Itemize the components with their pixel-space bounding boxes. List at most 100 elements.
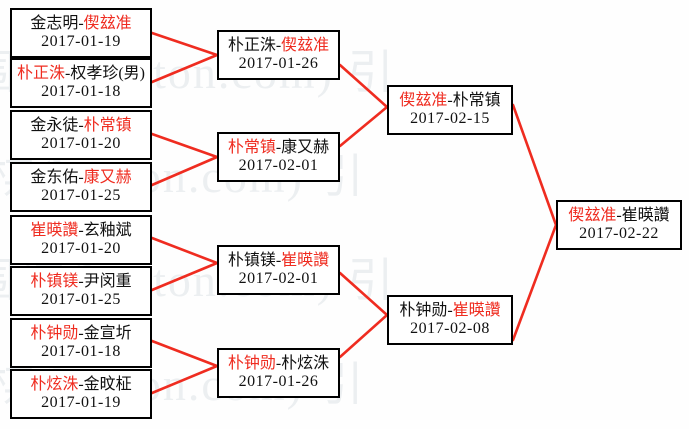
- match-date: 2017-01-25: [41, 291, 121, 308]
- match-date: 2017-01-20: [41, 135, 121, 152]
- match-date: 2017-01-18: [41, 83, 121, 100]
- match-date: 2017-02-08: [410, 320, 490, 337]
- match-date: 2017-01-20: [41, 240, 121, 257]
- match-players: 朴炫洙-金旼柾: [30, 376, 131, 394]
- player-right: 崔暎讚: [452, 302, 501, 320]
- match-box-r1m6[interactable]: 朴镇镁-尹闵重 2017-01-25: [10, 266, 152, 316]
- match-date: 2017-02-01: [238, 157, 319, 174]
- connector-r1m5-r2m3: [150, 236, 219, 265]
- player-right: 朴常镇: [452, 92, 501, 110]
- player-left: 朴镇镁: [30, 273, 79, 291]
- player-right: 尹闵重: [83, 273, 132, 291]
- connector-r2m3-r3m2: [338, 271, 389, 317]
- match-date: 2017-01-18: [41, 343, 121, 360]
- match-box-r1m4[interactable]: 金东佑-康又赫 2017-01-25: [10, 162, 152, 212]
- match-players: 朴镇镁-尹闵重: [30, 273, 131, 291]
- connector-r1m2-r2m1: [150, 53, 219, 84]
- match-box-r1m8[interactable]: 朴炫洙-金旼柾 2017-01-19: [10, 369, 152, 419]
- vs-dash: -: [616, 207, 622, 225]
- vs-dash: -: [275, 252, 282, 270]
- player-right: 康又赫: [281, 139, 330, 157]
- player-left: 朴正洙: [16, 65, 65, 83]
- connector-r1m1-r2m1: [150, 31, 219, 57]
- player-right: 朴炫洙: [281, 355, 330, 373]
- player-left: 朴钟勋: [30, 325, 79, 343]
- match-box-r1m1[interactable]: 金志明-偰玆准 2017-01-19: [10, 8, 152, 58]
- vs-dash: -: [447, 302, 453, 320]
- match-date: 2017-01-19: [41, 394, 121, 411]
- player-right: 朴常镇: [83, 117, 132, 135]
- player-right: 崔暎讚: [281, 252, 330, 270]
- match-players: 朴常镇-康又赫: [228, 139, 329, 157]
- connector-r1m3-r2m2: [150, 132, 219, 159]
- player-left: 朴正洙: [227, 37, 276, 55]
- match-box-r1m7[interactable]: 朴钟勋-金宣圻 2017-01-18: [10, 318, 152, 368]
- match-box-r4m1[interactable]: 偰玆准-崔暎讚 2017-02-22: [556, 200, 682, 250]
- connector-r1m8-r2m4: [150, 364, 219, 395]
- vs-dash: -: [78, 273, 84, 291]
- player-left: 朴钟勋: [227, 355, 276, 373]
- player-left: 朴炫洙: [30, 376, 79, 394]
- match-players: 偰玆准-朴常镇: [399, 92, 500, 110]
- match-date: 2017-01-25: [41, 187, 121, 204]
- match-players: 金东佑-康又赫: [30, 169, 131, 187]
- vs-dash: -: [275, 139, 282, 157]
- player-right: 权孝珍(男): [70, 65, 145, 83]
- match-box-r3m1[interactable]: 偰玆准-朴常镇 2017-02-15: [387, 85, 513, 135]
- player-left: 朴常镇: [227, 139, 276, 157]
- vs-dash: -: [275, 355, 282, 373]
- match-date: 2017-02-15: [410, 110, 490, 127]
- player-left: 金永徒: [30, 117, 79, 135]
- vs-dash: -: [275, 37, 282, 55]
- match-players: 金永徒-朴常镇: [30, 117, 131, 135]
- player-left: 朴钟勋: [399, 302, 448, 320]
- vs-dash: -: [78, 169, 84, 187]
- connector-r3m1-r4m1: [511, 103, 558, 227]
- connector-r1m4-r2m2: [150, 155, 219, 187]
- player-right: 金宣圻: [83, 325, 132, 343]
- match-box-r2m1[interactable]: 朴正洙-偰玆准 2017-01-26: [217, 30, 340, 80]
- match-date: 2017-01-19: [41, 33, 121, 50]
- match-date: 2017-01-26: [238, 55, 319, 72]
- match-players: 朴镇镁-崔暎讚: [228, 252, 329, 270]
- match-players: 金志明-偰玆准: [30, 15, 131, 33]
- connector-r3m2-r4m1: [511, 223, 558, 342]
- match-box-r1m2[interactable]: 朴正洙-权孝珍(男) 2017-01-18: [10, 58, 152, 108]
- match-players: 朴钟勋-朴炫洙: [228, 355, 329, 373]
- match-box-r2m3[interactable]: 朴镇镁-崔暎讚 2017-02-01: [217, 245, 340, 295]
- player-right: 玄釉斌: [83, 222, 132, 240]
- match-players: 朴钟勋-金宣圻: [30, 325, 131, 343]
- vs-dash: -: [78, 15, 84, 33]
- connector-r1m7-r2m4: [150, 339, 219, 368]
- player-left: 崔暎讚: [30, 222, 79, 240]
- match-players: 朴正洙-偰玆准: [228, 37, 329, 55]
- connector-r2m1-r3m1: [338, 63, 389, 109]
- match-box-r3m2[interactable]: 朴钟勋-崔暎讚 2017-02-08: [387, 295, 513, 345]
- match-box-r1m5[interactable]: 崔暎讚-玄釉斌 2017-01-20: [10, 215, 152, 265]
- player-right: 金旼柾: [83, 376, 132, 394]
- vs-dash: -: [65, 65, 71, 83]
- match-date: 2017-01-26: [238, 373, 319, 390]
- match-players: 朴钟勋-崔暎讚: [399, 302, 500, 320]
- match-players: 崔暎讚-玄釉斌: [30, 222, 131, 240]
- match-box-r2m2[interactable]: 朴常镇-康又赫 2017-02-01: [217, 132, 340, 182]
- player-left: 金东佑: [30, 169, 79, 187]
- vs-dash: -: [447, 92, 453, 110]
- vs-dash: -: [78, 376, 84, 394]
- player-left: 金志明: [30, 15, 79, 33]
- match-players: 朴正洙-权孝珍(男): [17, 65, 145, 83]
- match-date: 2017-02-01: [238, 270, 319, 287]
- match-box-r2m4[interactable]: 朴钟勋-朴炫洙 2017-01-26: [217, 348, 340, 398]
- connector-r2m4-r3m2: [338, 313, 389, 359]
- player-right: 偰玆准: [281, 37, 330, 55]
- match-date: 2017-02-22: [579, 225, 659, 242]
- player-left: 偰玆准: [568, 207, 617, 225]
- vs-dash: -: [78, 325, 84, 343]
- match-players: 偰玆准-崔暎讚: [568, 207, 669, 225]
- player-right: 偰玆准: [83, 15, 132, 33]
- player-left: 偰玆准: [399, 92, 448, 110]
- vs-dash: -: [78, 222, 84, 240]
- match-box-r1m3[interactable]: 金永徒-朴常镇 2017-01-20: [10, 110, 152, 160]
- connector-r1m6-r2m3: [150, 261, 219, 292]
